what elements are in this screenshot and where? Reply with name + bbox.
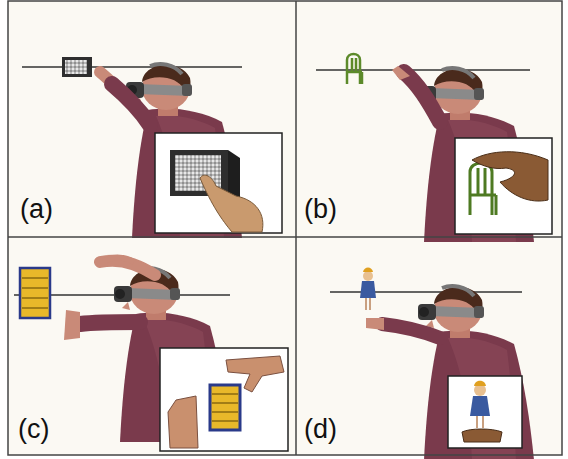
panel-label: (c) xyxy=(18,416,49,443)
panel-label: (b) xyxy=(304,196,337,223)
panel-label: (d) xyxy=(304,416,337,443)
panel-label: (a) xyxy=(20,196,53,223)
